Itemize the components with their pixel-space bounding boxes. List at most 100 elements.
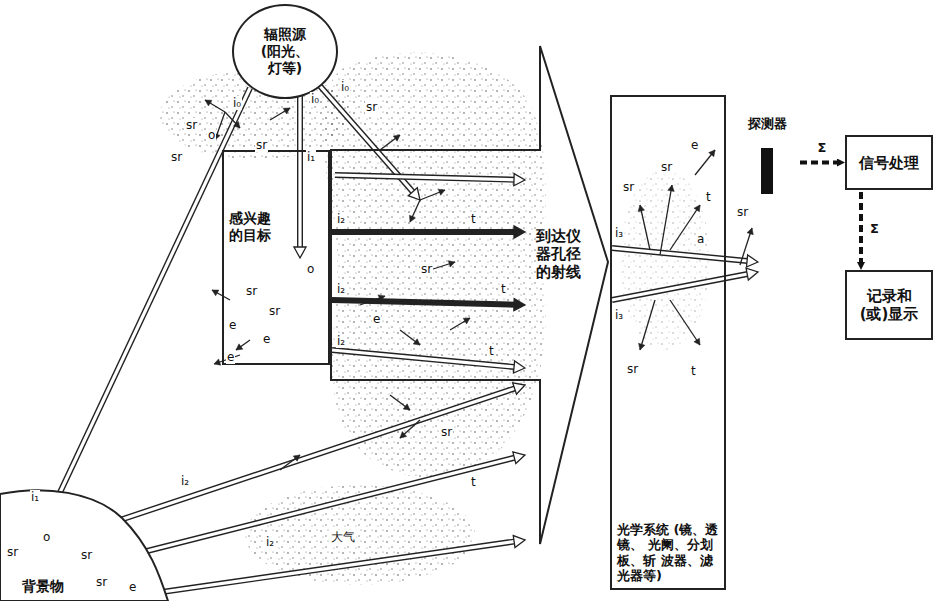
ray-symbol: t (488, 344, 495, 358)
radiation-rays (30, 86, 758, 598)
ray-symbol: i₀ (340, 80, 350, 94)
ray-symbol: a (696, 232, 705, 246)
scatter-ray (225, 112, 240, 128)
scatter-ray (400, 420, 420, 438)
ray-symbol: i₃ (614, 226, 624, 240)
arrow-head (639, 343, 645, 350)
detector: 探测器 (748, 116, 798, 196)
edge-label: Σ (869, 222, 880, 236)
node-text: 探测器 (748, 116, 787, 132)
arrow-head (393, 135, 400, 141)
arrow-head (438, 189, 445, 195)
scatter-ray (390, 395, 410, 410)
arrow-head (514, 226, 525, 238)
ray-symbol: sr (622, 180, 635, 194)
arrow-head (746, 268, 758, 280)
ray-symbol: sr (626, 362, 639, 376)
ray-symbol: t (500, 282, 507, 296)
ray-symbol: t (470, 475, 477, 489)
signal-processing-box: 信号处理 (845, 135, 933, 190)
arrow-head (233, 121, 240, 128)
signal-connector (859, 192, 863, 268)
ray-symbol: e (226, 350, 235, 364)
arrow-head (378, 295, 385, 301)
ray-symbol: sr (255, 138, 268, 152)
ray-symbol: sr (95, 575, 108, 589)
ray-symbol: sr (420, 262, 433, 276)
ray-symbol: t (705, 190, 712, 204)
scatter-ray (212, 290, 230, 300)
ray-outline (120, 541, 517, 598)
detector-bar (761, 148, 773, 194)
ray-symbol: e (262, 332, 271, 346)
background-shape (0, 490, 168, 601)
record-display-box: 记录和 (或)显示 (845, 270, 933, 340)
ray-outline (612, 274, 750, 300)
arrow-head (694, 338, 700, 345)
ray-core (612, 248, 750, 261)
ray-symbol: o (306, 262, 315, 276)
ray-outline (335, 175, 517, 180)
arrow-head (746, 255, 758, 267)
arrow-head (236, 344, 243, 350)
scatter-ray (670, 300, 700, 345)
ray-symbol: t (470, 212, 477, 226)
ray-symbol: sr (660, 160, 673, 174)
arrow-head (294, 247, 306, 258)
big-arrow-outline (330, 45, 610, 545)
arrow-head (413, 339, 420, 345)
ray-symbol: e (690, 138, 699, 152)
arrow-head (513, 536, 525, 548)
ray-symbol: sr (185, 118, 198, 132)
ray-symbol: o (207, 128, 216, 142)
arrow-head (463, 318, 470, 324)
arrow-head (205, 100, 212, 106)
radiation-source-circle: 辐照源 (阳光、 灯等) (232, 4, 338, 99)
scatter-ray (205, 100, 225, 112)
ray-symbol: e (228, 318, 237, 332)
scatter-ray (410, 200, 420, 222)
ray-symbol: i₂ (180, 474, 190, 488)
ray-core (120, 541, 517, 598)
ray-outline (332, 300, 517, 305)
scatter-ray (280, 455, 300, 470)
scatter-ray (695, 150, 715, 175)
ray-symbol: i₂ (336, 334, 346, 348)
scatter-ray (400, 330, 420, 345)
node-text: 感兴趣 的目标 (229, 210, 275, 244)
scatter-ray (236, 340, 250, 350)
ray-symbol: i₀ (310, 92, 320, 106)
ray-core (298, 90, 301, 250)
ray-outline (332, 229, 517, 235)
scatter-ray (380, 135, 400, 150)
arrow-head (403, 404, 410, 410)
ray-core (51, 88, 250, 511)
arrow-head (448, 261, 455, 267)
ray-symbol: i₂ (336, 212, 346, 226)
scatter-ray (450, 318, 470, 330)
ray-core (612, 274, 750, 300)
arrow-head (668, 185, 675, 191)
signal-connector (800, 161, 843, 165)
ray-symbol: sr (6, 545, 19, 559)
ray-outline (612, 248, 750, 261)
node-text: 到达仪 器孔径 的射线 (536, 227, 586, 281)
target-panel: 感兴趣 的目标 (222, 150, 330, 365)
node-text: 信号处理 (856, 154, 922, 172)
aperture-ray-arrow: 到达仪 器孔径 的射线 (330, 45, 610, 545)
node-text: 辐照源 (阳光、 灯等) (254, 26, 316, 76)
ray-symbol: sr (736, 205, 749, 219)
ray-symbol: sr (440, 425, 453, 439)
arrow-head (514, 299, 525, 311)
ray-symbol: e (372, 312, 381, 326)
ray-symbol: t (690, 364, 697, 378)
arrow-head (747, 228, 753, 235)
node-text: 光学系统 (镜、透镜、 光阑、分划板、斩 波器、滤光器等) (617, 522, 720, 584)
arrow-shape (331, 46, 608, 544)
edge-label: Σ (817, 141, 828, 155)
atmosphere-stipple (160, 53, 710, 585)
ray-symbol: sr (365, 100, 378, 114)
